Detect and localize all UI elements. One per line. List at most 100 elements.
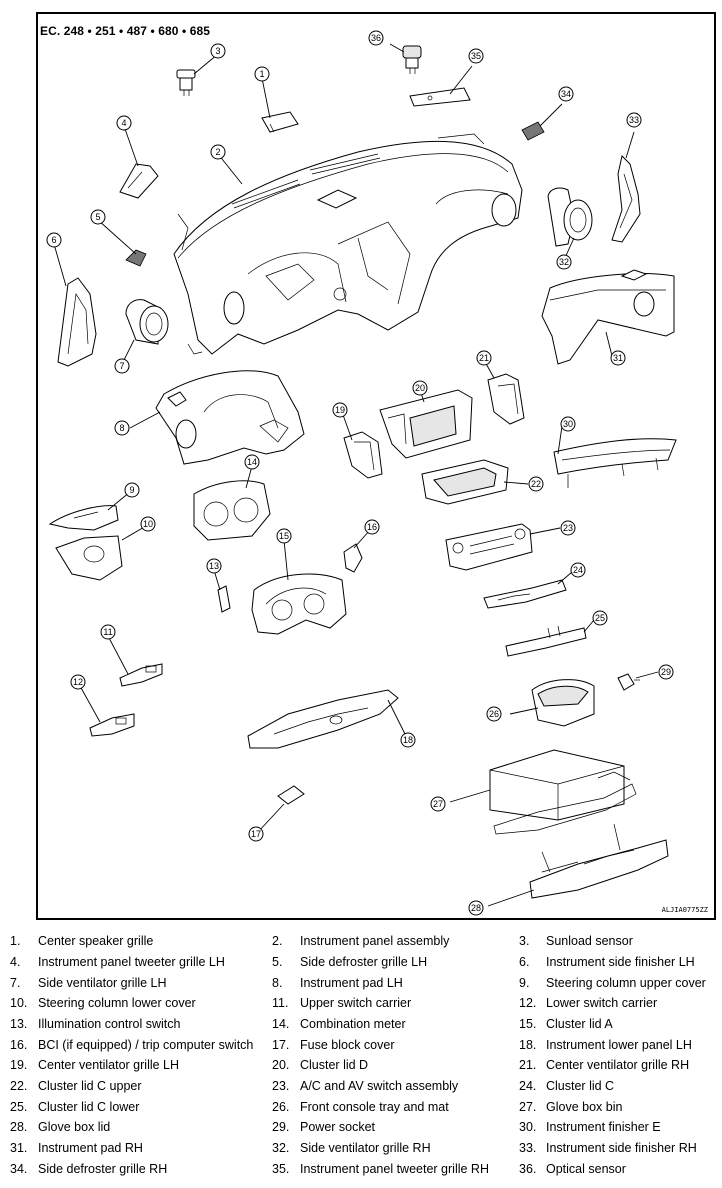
svg-text:14: 14 <box>247 457 257 467</box>
part-steering-column-lower-cover <box>55 535 123 581</box>
callout-24: 24 <box>570 562 586 578</box>
svg-text:11: 11 <box>103 627 112 637</box>
ec-reference-label: EC. 248 • 251 • 487 • 680 • 685 <box>40 24 211 38</box>
part-instrument-finisher-e <box>553 438 677 488</box>
legend-item-name: Instrument panel assembly <box>300 934 450 948</box>
part-tweeter-grille-lh <box>119 163 159 199</box>
callout-17: 17 <box>248 826 264 842</box>
svg-text:33: 33 <box>629 115 639 125</box>
part-instrument-pad-lh <box>155 370 305 465</box>
svg-text:34: 34 <box>561 89 571 99</box>
diagram-drawing: 1 2 3 4 5 6 7 8 9 10 11 12 13 14 15 16 1… <box>46 30 677 916</box>
legend-item-name: Cluster lid C <box>546 1079 615 1093</box>
callout-20: 20 <box>412 380 428 396</box>
part-center-speaker-grille <box>261 111 299 133</box>
legend-item-name: Side ventilator grille RH <box>300 1141 431 1155</box>
part-fuse-block-cover <box>277 785 305 805</box>
legend-row: 13.Illumination control switch 14.Combin… <box>10 1017 613 1031</box>
part-cluster-lid-a <box>251 573 347 635</box>
legend-item-name: Glove box lid <box>38 1120 111 1134</box>
svg-text:1: 1 <box>259 69 264 79</box>
part-cluster-lid-c-lower <box>505 625 587 657</box>
legend-item-name: Instrument side finisher RH <box>546 1141 697 1155</box>
svg-text:29: 29 <box>661 667 671 677</box>
svg-text:32: 32 <box>559 257 569 267</box>
legend-item-name: Combination meter <box>300 1017 406 1031</box>
legend-row: 28.Glove box lid 29.Power socket 30.Inst… <box>10 1120 661 1134</box>
callout-3: 3 <box>210 43 226 59</box>
callout-6: 6 <box>46 232 62 248</box>
callout-25: 25 <box>592 610 608 626</box>
legend-item-name: Instrument pad RH <box>38 1141 143 1155</box>
callout-26: 26 <box>486 706 502 722</box>
part-power-socket <box>617 673 640 691</box>
legend-item-name: Lower switch carrier <box>546 996 658 1010</box>
legend-item-name: Instrument panel tweeter grille RH <box>300 1162 489 1176</box>
svg-text:18: 18 <box>403 735 413 745</box>
part-glove-box-bin <box>489 749 637 835</box>
callout-14: 14 <box>244 454 260 470</box>
callout-10: 10 <box>140 516 156 532</box>
part-cluster-lid-c <box>483 579 567 609</box>
callout-23: 23 <box>560 520 576 536</box>
svg-text:21: 21 <box>479 353 489 363</box>
svg-text:7: 7 <box>119 361 124 371</box>
legend-item-name: Front console tray and mat <box>300 1100 449 1114</box>
legend-item-name: Center ventilator grille RH <box>546 1058 690 1072</box>
legend-row: 4.Instrument panel tweeter grille LH 5.S… <box>10 955 695 969</box>
parts-legend: 1.Center speaker grille 2.Instrument pan… <box>0 934 722 1184</box>
part-glove-box-lid <box>529 823 669 899</box>
part-side-finisher-rh <box>611 155 641 243</box>
callout-2: 2 <box>210 144 226 160</box>
part-center-vent-grille-lh <box>343 431 383 479</box>
legend-item-name: Instrument finisher E <box>546 1120 661 1134</box>
part-side-defroster-grille-lh <box>125 249 147 267</box>
callout-15: 15 <box>276 528 292 544</box>
legend-item-name: A/C and AV switch assembly <box>300 1079 459 1093</box>
legend-item-name: Center speaker grille <box>38 934 154 948</box>
part-cluster-lid-d <box>379 389 473 459</box>
svg-text:10: 10 <box>143 519 153 529</box>
part-front-console-tray <box>531 679 595 727</box>
callout-16: 16 <box>364 519 380 535</box>
svg-text:13: 13 <box>209 561 219 571</box>
legend-row: 22.Cluster lid C upper 23.A/C and AV swi… <box>10 1079 615 1093</box>
part-steering-column-upper-cover <box>48 505 119 531</box>
callout-19: 19 <box>332 402 348 418</box>
callout-1: 1 <box>254 66 270 82</box>
legend-item-name: Steering column lower cover <box>38 996 196 1010</box>
svg-text:3: 3 <box>215 46 220 56</box>
legend-item-name: Center ventilator grille LH <box>38 1058 180 1072</box>
legend-item-name: Side ventilator grille LH <box>38 976 167 990</box>
legend-row: 1.Center speaker grille 2.Instrument pan… <box>10 934 633 948</box>
callout-4: 4 <box>116 115 132 131</box>
svg-text:24: 24 <box>573 565 583 575</box>
svg-text:4: 4 <box>121 118 126 128</box>
callout-33: 33 <box>626 112 642 128</box>
svg-text:8: 8 <box>119 423 124 433</box>
svg-text:20: 20 <box>415 383 425 393</box>
svg-text:2: 2 <box>215 147 220 157</box>
part-combination-meter <box>193 480 271 541</box>
svg-text:27: 27 <box>433 799 443 809</box>
part-instrument-pad-rh <box>541 269 675 365</box>
legend-row: 31.Instrument pad RH 32.Side ventilator … <box>10 1141 697 1155</box>
callout-11: 11 <box>100 624 116 640</box>
svg-text:36: 36 <box>371 33 381 43</box>
legend-item-name: Side defroster grille RH <box>38 1162 168 1176</box>
callout-8: 8 <box>114 420 130 436</box>
svg-text:17: 17 <box>251 829 261 839</box>
callout-12: 12 <box>70 674 86 690</box>
callout-21: 21 <box>476 350 492 366</box>
svg-text:28: 28 <box>471 903 481 913</box>
part-optical-sensor <box>402 45 422 74</box>
callout-28: 28 <box>468 900 484 916</box>
legend-item-name: Cluster lid D <box>300 1058 369 1072</box>
callout-36: 36 <box>368 30 384 46</box>
part-side-ventilator-grille-rh <box>547 187 593 247</box>
figure-code: ALJIA0775ZZ <box>661 906 708 914</box>
callout-30: 30 <box>560 416 576 432</box>
legend-item-name: Cluster lid C upper <box>38 1079 142 1093</box>
legend-row: 10.Steering column lower cover 11.Upper … <box>10 996 658 1010</box>
part-bci-trip-switch <box>343 543 363 573</box>
